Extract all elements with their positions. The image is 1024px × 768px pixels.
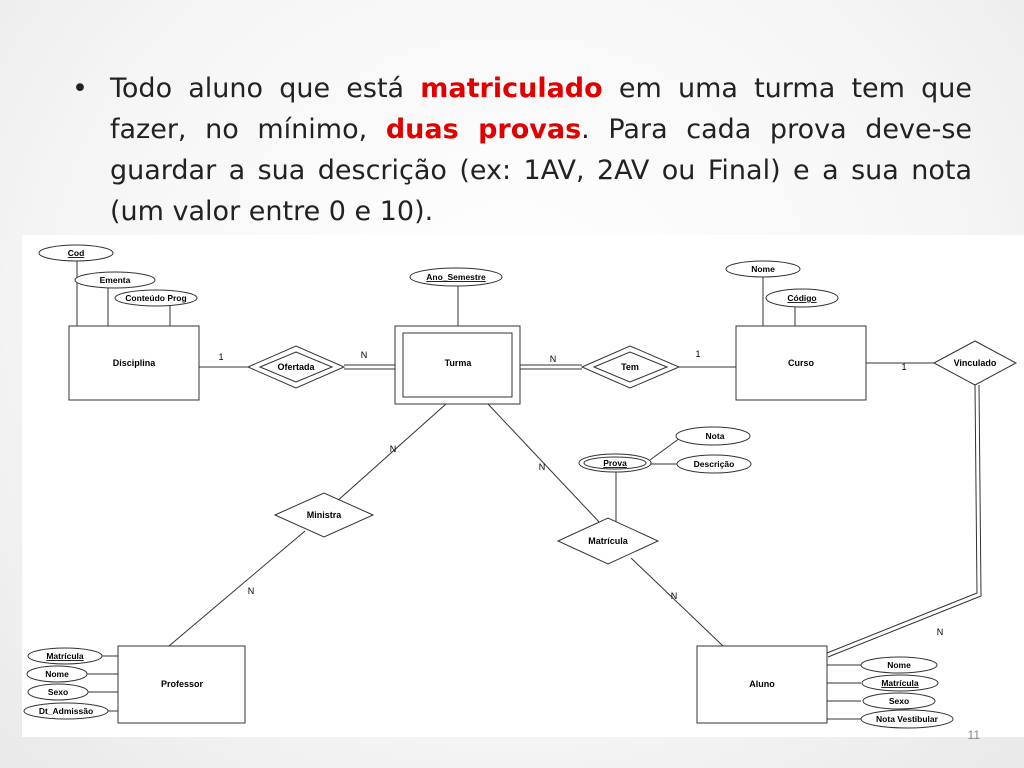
connector-turma-matricula — [487, 403, 602, 525]
card-disciplina-ofertada: 1 — [218, 352, 223, 362]
attr-ellipse-ementa — [74, 271, 156, 289]
label-attr-aluno-matricula: Matrícula — [881, 678, 919, 688]
attr-ellipse-prof-sexo — [27, 683, 89, 701]
label-disciplina: Disciplina — [113, 358, 157, 368]
attr-ellipse-prof-nome — [26, 665, 88, 683]
label-attr-conteudo: Conteúdo Prog — [125, 293, 186, 303]
label-attr-curso-codigo: Código — [787, 293, 816, 303]
card-matricula-aluno: N — [671, 591, 678, 601]
card-turma-matricula: N — [539, 462, 546, 472]
connector-vinculado-aluno-b — [827, 384, 982, 658]
attr-ellipse-ano-semestre — [409, 267, 503, 287]
er-diagram-svg: Disciplina Turma Curso Professor Aluno O… — [23, 244, 1018, 729]
attr-ellipse-nota — [675, 426, 751, 446]
card-curso-vinculado: 1 — [901, 362, 906, 372]
label-attr-prof-sexo: Sexo — [48, 687, 68, 697]
relationship-tem — [580, 345, 681, 389]
attr-ellipse-curso-nome — [725, 260, 801, 278]
er-diagram: Disciplina Turma Curso Professor Aluno O… — [22, 235, 1024, 737]
attr-ellipse-aluno-matricula — [861, 674, 939, 692]
text-part-3: . Para cada prova deve-se guardar a sua … — [110, 114, 972, 227]
label-attr-aluno-nome: Nome — [887, 660, 911, 670]
bullet-block: • Todo aluno que está matriculado em uma… — [72, 68, 972, 232]
label-attr-prof-dtadmissao: Dt_Admissão — [39, 706, 93, 716]
label-vinculado: Vinculado — [954, 358, 997, 368]
label-ministra: Ministra — [307, 510, 343, 520]
card-tem-curso: 1 — [695, 349, 700, 359]
connector-vinculado-aluno-a — [826, 384, 978, 654]
entity-disciplina — [68, 325, 200, 401]
attr-ellipse-curso-codigo — [765, 288, 839, 308]
card-ministra-professor: N — [248, 586, 255, 596]
relationship-ofertada-inner — [258, 351, 334, 383]
slide-number: 11 — [967, 728, 980, 742]
label-professor: Professor — [161, 679, 204, 689]
label-tem: Tem — [621, 362, 639, 372]
label-matricula-rel: Matrícula — [588, 536, 629, 546]
label-attr-nota: Nota — [706, 431, 725, 441]
label-turma: Turma — [445, 358, 473, 368]
text-part-2: em uma turma tem que fazer, no mínimo, — [110, 73, 972, 145]
attr-ellipse-prof-dtadmissao — [23, 702, 109, 720]
label-aluno: Aluno — [749, 679, 775, 689]
text-part-1: Todo aluno que está — [110, 73, 421, 104]
entity-professor — [117, 645, 246, 724]
relationship-vinculado — [932, 340, 1018, 386]
attr-ellipse-aluno-notavestibular — [860, 709, 954, 729]
attr-ellipse-aluno-nome — [860, 656, 938, 674]
connector-ministra-professor — [168, 530, 306, 647]
attr-ellipse-prova-inner — [583, 456, 647, 470]
relationship-ministra — [273, 492, 375, 538]
label-attr-ementa: Ementa — [100, 275, 131, 285]
card-vinculado-aluno: N — [937, 627, 944, 637]
relationship-tem-inner — [592, 351, 669, 383]
relationship-ofertada — [246, 345, 346, 389]
relationship-matricula — [556, 517, 660, 565]
label-curso: Curso — [788, 358, 815, 368]
entity-aluno — [696, 645, 828, 724]
attr-ellipse-aluno-sexo — [862, 692, 936, 710]
connector-matricula-aluno — [630, 557, 724, 647]
label-attr-ano-semestre: Ano_Semestre — [426, 272, 486, 282]
label-attr-curso-nome: Nome — [751, 264, 775, 274]
label-attr-prova: Prova — [603, 458, 627, 468]
attr-ellipse-conteudo — [114, 289, 198, 307]
label-attr-aluno-sexo: Sexo — [889, 696, 909, 706]
attr-ellipse-prof-matricula — [27, 647, 103, 665]
entity-turma-inner — [402, 332, 513, 398]
bullet-point: • — [72, 73, 88, 104]
highlight-duas-provas: duas provas — [385, 114, 582, 145]
label-ofertada: Ofertada — [277, 362, 315, 372]
label-attr-cod: Cod — [68, 248, 85, 258]
card-ofertada-turma: N — [361, 350, 368, 360]
attr-ellipse-cod — [38, 244, 114, 262]
label-attr-prof-matricula: Matrícula — [46, 651, 84, 661]
label-attr-prof-nome: Nome — [45, 669, 69, 679]
connector-prova-nota — [649, 437, 681, 461]
attr-ellipse-descricao — [676, 454, 752, 474]
card-turma-ministra: N — [390, 444, 397, 454]
label-attr-aluno-notavestibular: Nota Vestibular — [876, 714, 939, 724]
connector-turma-ministra — [334, 403, 447, 504]
card-turma-tem: N — [550, 354, 557, 364]
highlight-matriculado: matriculado — [420, 73, 603, 104]
entity-curso — [735, 325, 867, 401]
label-attr-descricao: Descrição — [694, 459, 735, 469]
bullet-text: Todo aluno que está matriculado em uma t… — [110, 68, 972, 232]
